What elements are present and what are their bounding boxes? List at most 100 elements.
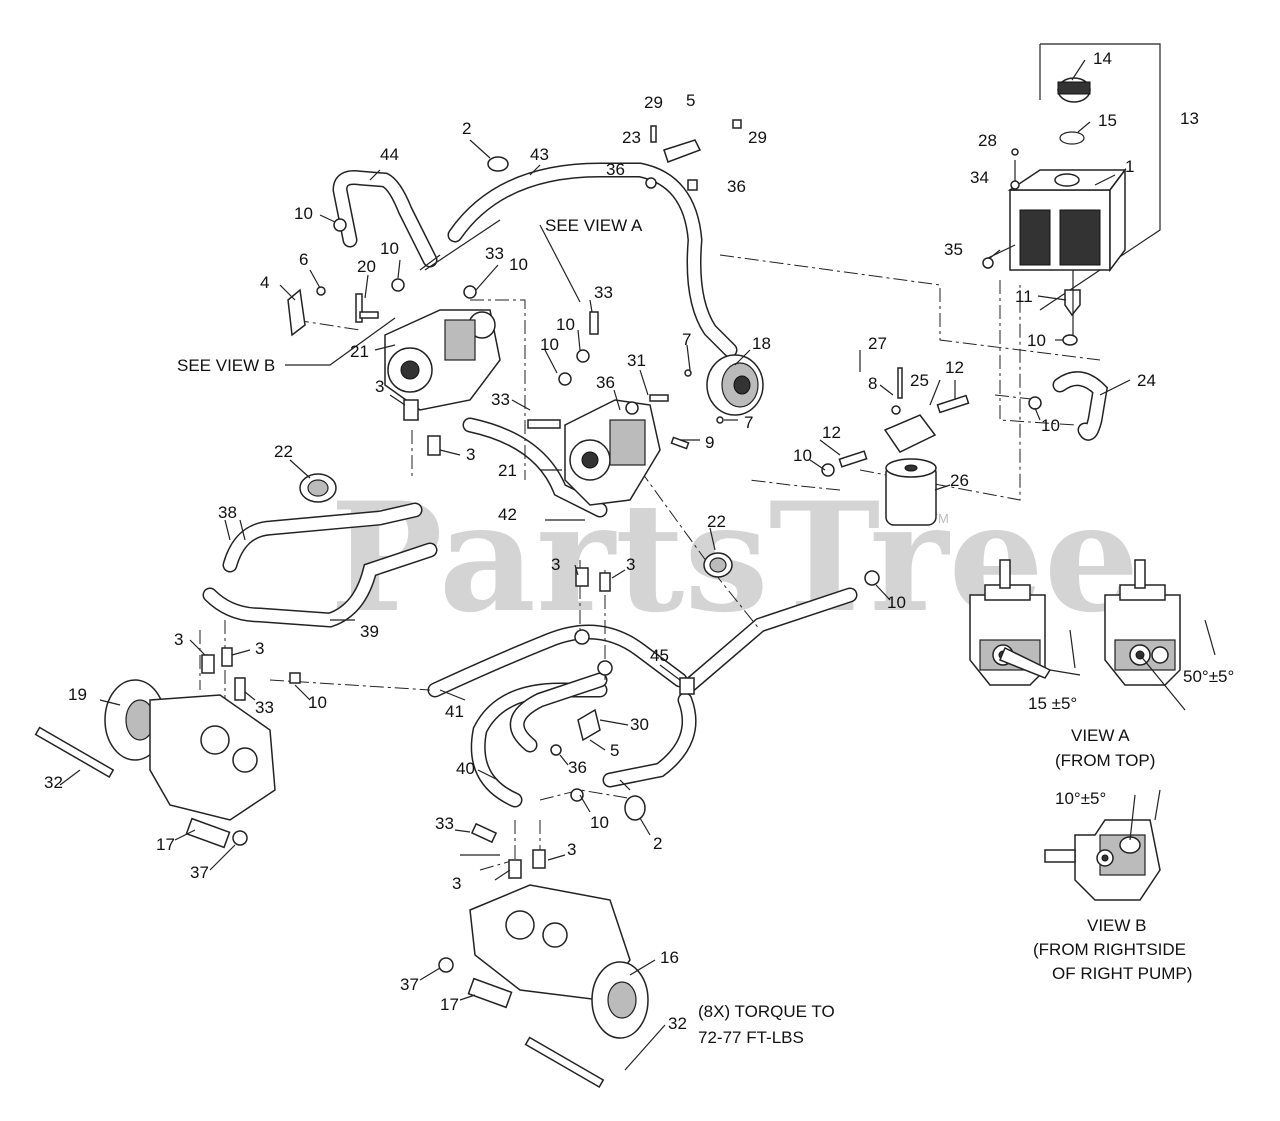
left-wheel-motor [34, 679, 276, 849]
see-view-b-note: SEE VIEW B [177, 356, 275, 375]
callout-38: 38 [218, 503, 237, 522]
callout-3: 3 [255, 639, 264, 658]
callout-3: 3 [551, 555, 560, 574]
reservoir-assembly [982, 43, 1161, 346]
callout-43: 43 [530, 145, 549, 164]
leader-lines [59, 59, 1131, 1071]
callout-36: 36 [596, 373, 615, 392]
callout-21: 21 [498, 461, 517, 480]
callout-34: 34 [970, 168, 989, 187]
view-a-title: VIEW A [1071, 726, 1130, 745]
callout-7: 7 [682, 330, 691, 349]
callout-42: 42 [498, 505, 517, 524]
callout-10: 10 [887, 593, 906, 612]
callout-39: 39 [360, 622, 379, 641]
callout-36: 36 [568, 758, 587, 777]
callout-11: 11 [1015, 287, 1033, 306]
callout-29: 29 [644, 93, 663, 112]
callout-10: 10 [294, 204, 313, 223]
callout-5: 5 [610, 741, 619, 760]
callout-10: 10 [1027, 331, 1046, 350]
filter-assembly [838, 367, 970, 526]
callout-4: 4 [260, 273, 269, 292]
callout-3: 3 [626, 555, 635, 574]
callout-1: 1 [1125, 157, 1134, 176]
callout-2: 2 [462, 119, 471, 138]
callout-32: 32 [44, 773, 63, 792]
callout-10: 10 [1041, 416, 1060, 435]
callout-28: 28 [978, 131, 997, 150]
callout-16: 16 [660, 948, 679, 967]
torque-note-line2: 72-77 FT-LBS [698, 1028, 804, 1047]
callout-19: 19 [68, 685, 87, 704]
view-b-subtitle-line2: OF RIGHT PUMP) [1052, 964, 1192, 983]
callout-44: 44 [380, 145, 399, 164]
callout-numbers: 1 2 2 3 3 3 3 3 3 3 3 4 5 5 6 7 7 8 9 10… [44, 49, 1199, 1033]
callout-36: 36 [606, 160, 625, 179]
pulley-18 [706, 354, 764, 416]
view-b-inset [1044, 789, 1161, 901]
callout-10: 10 [590, 813, 609, 832]
callout-10: 10 [793, 446, 812, 465]
callout-3: 3 [452, 874, 461, 893]
callout-37: 37 [190, 863, 209, 882]
callout-12: 12 [945, 358, 964, 377]
callout-36: 36 [727, 177, 746, 196]
view-a-angle-right: 50°±5° [1183, 667, 1234, 686]
see-view-a-note: SEE VIEW A [545, 216, 643, 235]
callout-40: 40 [456, 759, 475, 778]
callout-32: 32 [668, 1014, 687, 1033]
callout-37: 37 [400, 975, 419, 994]
callout-15: 15 [1098, 111, 1117, 130]
callout-3: 3 [375, 377, 384, 396]
callout-33: 33 [491, 390, 510, 409]
small-fittings [201, 119, 1042, 879]
callout-33: 33 [594, 283, 613, 302]
callout-17: 17 [440, 995, 459, 1014]
callout-33: 33 [485, 244, 504, 263]
callout-12: 12 [822, 423, 841, 442]
callout-29: 29 [748, 128, 767, 147]
view-a-subtitle: (FROM TOP) [1055, 751, 1155, 770]
notes: SEE VIEW A SEE VIEW B (8X) TORQUE TO 72-… [177, 216, 1234, 1047]
callout-21: 21 [350, 342, 369, 361]
callout-3: 3 [567, 840, 576, 859]
callout-10: 10 [540, 335, 559, 354]
upper-pump [384, 309, 501, 456]
callout-27: 27 [868, 334, 887, 353]
view-a-angle-left: 15 ±5° [1028, 694, 1077, 713]
cap-gasket [1059, 131, 1085, 145]
view-b-title: VIEW B [1087, 916, 1147, 935]
callout-25: 25 [910, 371, 929, 390]
callout-23: 23 [622, 128, 641, 147]
callout-18: 18 [752, 334, 771, 353]
view-a-inset [969, 559, 1216, 711]
callout-22: 22 [707, 512, 726, 531]
view-b-subtitle-line1: (FROM RIGHTSIDE [1033, 940, 1186, 959]
callout-13: 13 [1180, 109, 1199, 128]
callout-6: 6 [299, 250, 308, 269]
callout-17: 17 [156, 835, 175, 854]
callout-35: 35 [944, 240, 963, 259]
callout-10: 10 [509, 255, 528, 274]
callout-31: 31 [627, 351, 646, 370]
callout-33: 33 [435, 814, 454, 833]
callout-26: 26 [950, 471, 969, 490]
callout-14: 14 [1093, 49, 1112, 68]
callout-10: 10 [556, 315, 575, 334]
callout-10: 10 [308, 693, 327, 712]
callout-10: 10 [380, 239, 399, 258]
callout-22: 22 [274, 442, 293, 461]
torque-note-line1: (8X) TORQUE TO [698, 1002, 835, 1021]
right-wheel-motor [438, 884, 649, 1088]
callout-3: 3 [174, 630, 183, 649]
callout-24: 24 [1137, 371, 1156, 390]
callout-7: 7 [744, 413, 753, 432]
callout-20: 20 [357, 257, 376, 276]
callout-33: 33 [255, 698, 274, 717]
callout-45: 45 [650, 646, 669, 665]
callout-41: 41 [445, 702, 464, 721]
callout-8: 8 [868, 374, 877, 393]
callout-2: 2 [653, 834, 662, 853]
